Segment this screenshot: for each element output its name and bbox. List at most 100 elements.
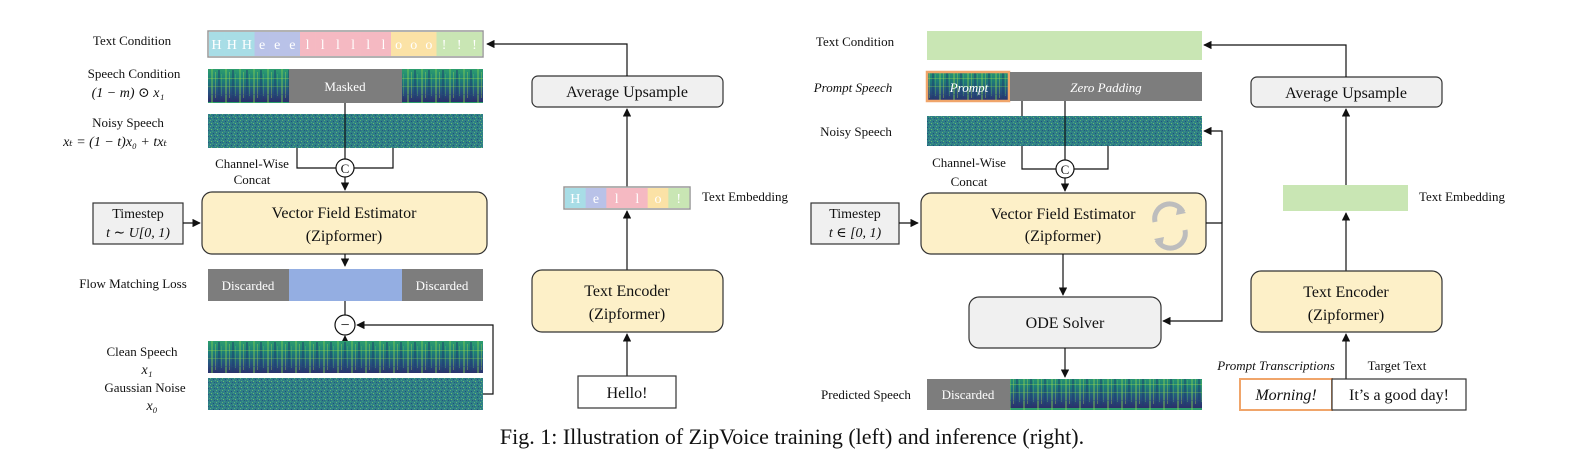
left-text-embedding-label: Text Embedding [702,189,789,204]
token-label: o [655,192,662,207]
right-text-embedding-bar [1283,185,1408,211]
right-arrow-upsample-to-textcond [1203,40,1347,77]
left-noisy-speech-label: Noisy Speech [92,115,164,130]
token-cell [647,188,669,208]
token-label: e [289,38,295,53]
discarded-left-region [208,269,289,301]
token-label: l [635,192,639,207]
token-cell [606,188,628,208]
token-label: e [259,38,265,53]
left-avg-upsample-label: Average Upsample [566,84,688,101]
right-arrow-vfe-to-ode-side [1162,222,1223,326]
left-timestep-formula: t ∼ U[0, 1) [106,226,170,241]
token-cell [421,32,437,56]
left-concat-label-2: Concat [234,172,271,187]
right-text-condition-label: Text Condition [816,34,895,49]
left-text-encoder-box [531,269,724,333]
token-label: l [366,38,370,53]
token-label: ! [442,38,447,53]
token-label: ! [676,192,681,207]
left-input-text-box [577,375,677,409]
target-text-box [1331,378,1467,411]
right-concat-symbol: C [1061,162,1070,177]
right-concat-label-2: Concat [951,174,988,189]
token-label: e [593,192,599,207]
token-cell [239,32,255,56]
token-label: H [227,38,237,53]
right-prompt-region [925,70,1011,103]
token-cell [360,32,377,56]
left-concat-symbol: C [341,161,350,176]
token-label: H [570,192,580,207]
left-timestep-box [92,202,184,245]
left-concat-connectors [296,103,394,169]
right-noisy-speech-label: Noisy Speech [820,124,892,139]
token-label: o [395,38,402,53]
gaussian-noise-var: x₀ [145,399,157,414]
token-label: ! [457,38,462,53]
right-zero-padding-label: Zero Padding [1070,80,1142,95]
token-cell [315,32,331,56]
prompt-text: Morning! [1254,387,1316,404]
token-cell [345,32,361,56]
token-label: l [351,38,355,53]
right-arrow-ode-to-noisy [1203,126,1223,223]
token-cell [627,188,648,208]
right-timestep-formula: t ∈ [0, 1) [829,226,882,241]
left-text-condition-label: Text Condition [93,33,172,48]
right-text-encoder-line1: Text Encoder [1303,284,1389,301]
gaussian-noise-spectrogram [208,378,483,410]
gaussian-noise-label: Gaussian Noise [104,380,185,395]
minus-symbol: − [340,317,349,334]
token-label: l [336,38,340,53]
token-cell [375,32,392,56]
masked-region [289,69,402,103]
predicted-discarded-label: Discarded [942,387,995,402]
right-timestep-label: Timestep [829,207,881,222]
right-concat-label-1: Channel-Wise [932,155,1006,170]
left-text-encoder-line1: Text Encoder [584,283,670,300]
left-speech-condition-formula: (1 − m) ⊙ x₁ [92,86,165,101]
clean-speech-var: x₁ [140,363,152,378]
right-zero-padding-region [1010,72,1202,101]
predicted-speech-spectrogram [1010,379,1202,410]
right-prompt-label: Prompt [949,80,989,95]
token-cell [451,32,468,56]
token-cell [436,32,452,56]
left-arrow-upsample-to-textcond [486,39,628,76]
left-vfe-line1: Vector Field Estimator [272,205,418,222]
left-noisy-speech-formula: xₜ = (1 − t)x₀ + txₜ [62,135,167,150]
right-text-encoder-line2: (Zipformer) [1308,307,1384,324]
token-cell [300,32,316,56]
left-input-text: Hello! [607,385,648,402]
left-speech-condition-spectrogram [208,69,483,103]
left-timestep-label: Timestep [112,207,164,222]
right-text-encoder-box [1250,270,1443,333]
token-cell [330,32,346,56]
clean-speech-label: Clean Speech [106,344,178,359]
right-vfe-line2: (Zipformer) [1025,228,1101,245]
token-cell [391,32,407,56]
target-text: It’s a good day! [1349,387,1449,404]
token-cell [269,32,286,56]
figure-caption: Fig. 1: Illustration of ZipVoice trainin… [499,424,1085,449]
discarded-left-label: Discarded [222,278,275,293]
token-label: H [212,38,222,53]
right-avg-upsample-label: Average Upsample [1285,85,1407,102]
minus-node [334,314,356,336]
token-cell [466,32,483,56]
right-text-condition-bar [927,31,1202,60]
prompt-text-box [1239,378,1333,411]
right-text-embedding-label: Text Embedding [1419,189,1506,204]
token-cell [565,188,586,208]
clean-speech-spectrogram [208,341,483,373]
left-vfe-line2: (Zipformer) [306,228,382,245]
predicted-discarded-region [927,379,1010,410]
token-cell [284,32,301,56]
token-label: l [615,192,619,207]
left-arrow-noise-to-minus [356,320,494,395]
left-concat-label-1: Channel-Wise [215,156,289,171]
